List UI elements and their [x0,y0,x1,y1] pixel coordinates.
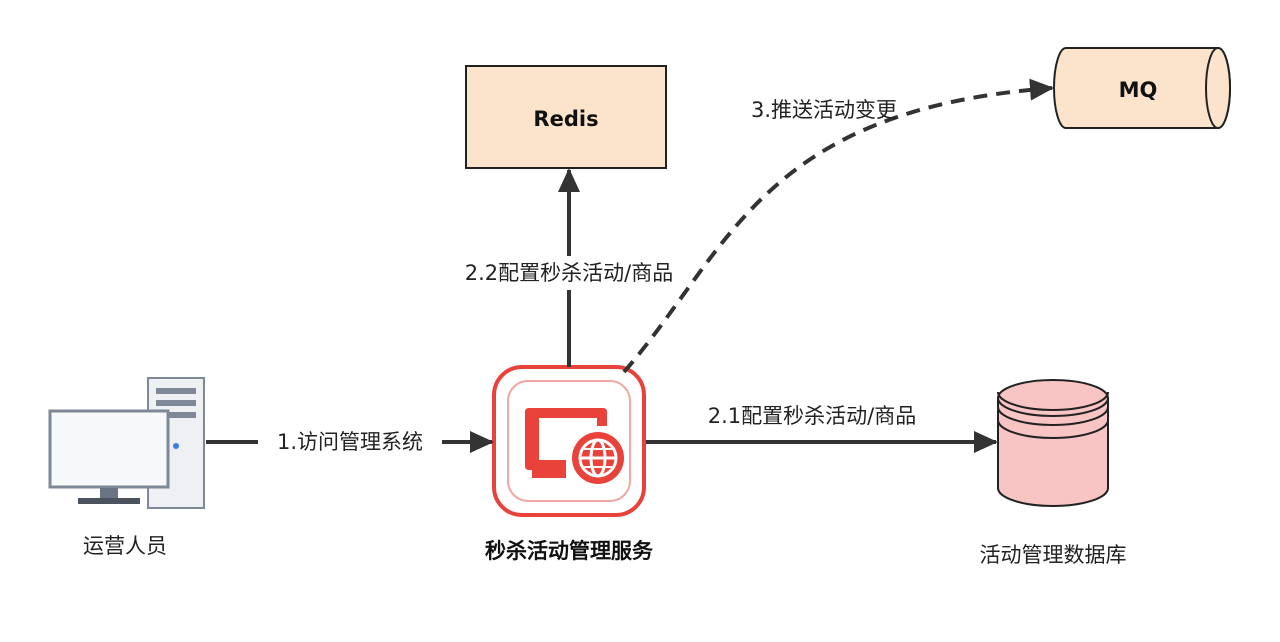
redis-box [465,65,667,169]
operator-label: 运营人员 [83,534,167,558]
mq-end-cap [1205,47,1231,129]
mq-label: MQ [1119,78,1158,102]
edge-push-mq [622,78,1054,374]
redis-node: Redis [465,65,667,169]
edge-push-mq-label: 3.推送活动变更 [751,98,897,122]
service-icon [492,365,646,517]
mq-node: MQ [1053,47,1231,129]
computer-icon [48,377,205,509]
edge-config-db-label: 2.1配置秒杀活动/商品 [708,404,916,428]
service-label: 秒杀活动管理服务 [485,539,654,563]
edge-access-label: 1.访问管理系统 [277,430,423,454]
database-icon [997,379,1109,507]
edge-config-redis-label: 2.2配置秒杀活动/商品 [465,261,673,285]
redis-label: Redis [533,107,598,131]
database-label: 活动管理数据库 [980,543,1127,567]
globe-icon [572,432,624,484]
